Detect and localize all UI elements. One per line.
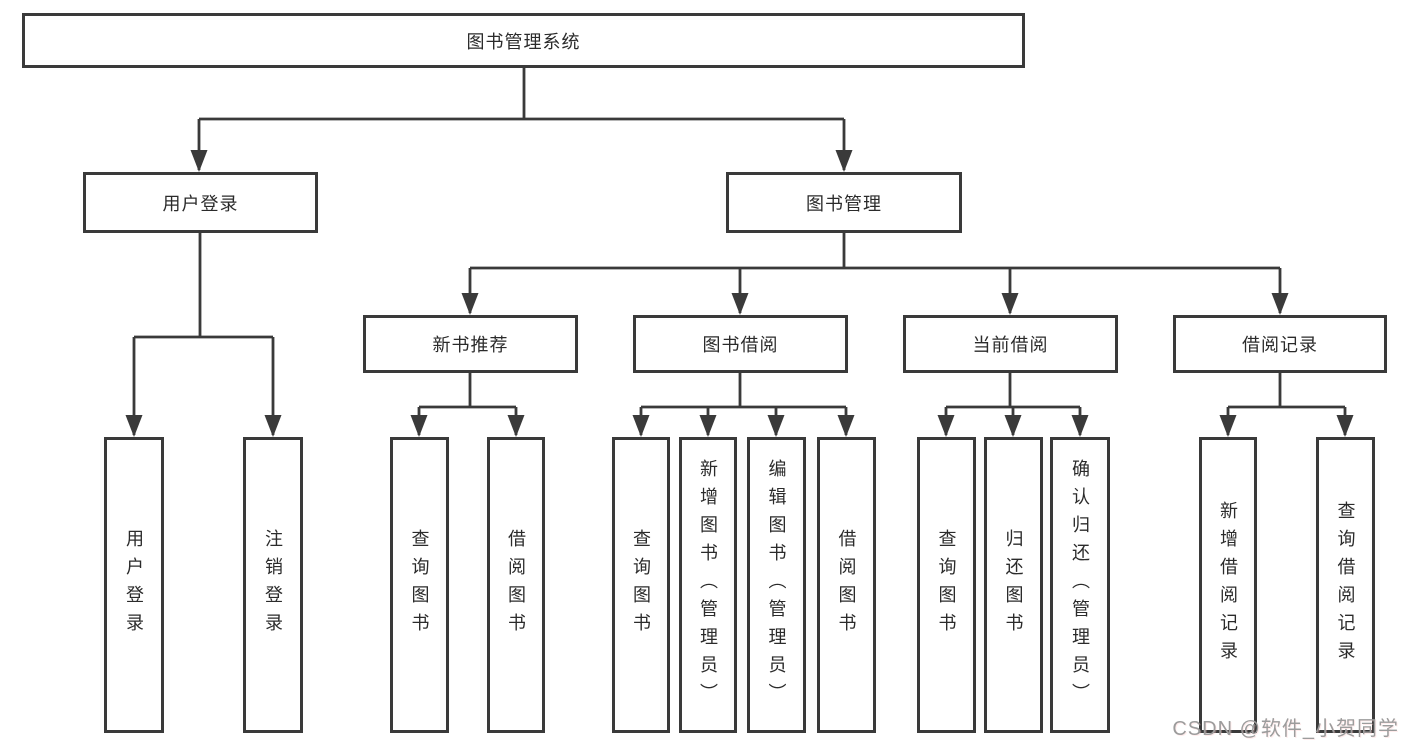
- leaf-current-confirm-return-admin-label: 确认归还（管理员）: [1070, 459, 1090, 711]
- node-user-login: 用户登录: [83, 172, 318, 233]
- node-book-management: 图书管理: [726, 172, 962, 233]
- leaf-logout: 注销登录: [243, 437, 303, 733]
- leaf-recommend-query-book-label: 查询图书: [409, 529, 430, 641]
- leaf-records-add-record-label: 新增借阅记录: [1218, 501, 1238, 669]
- leaf-recommend-borrow-book-label: 借阅图书: [506, 529, 526, 641]
- leaf-records-query-record-label: 查询借阅记录: [1335, 501, 1356, 669]
- csdn-watermark: CSDN @软件_小贺同学: [1172, 718, 1399, 740]
- node-book-borrow: 图书借阅: [633, 315, 848, 373]
- leaf-borrow-add-book-admin-label: 新增图书（管理员）: [698, 459, 718, 711]
- leaf-user-login: 用户登录: [104, 437, 164, 733]
- leaf-current-query-book: 查询图书: [917, 437, 976, 733]
- leaf-current-return-book: 归还图书: [984, 437, 1043, 733]
- leaf-borrow-edit-book-admin-label: 编辑图书（管理员）: [766, 459, 787, 711]
- leaf-borrow-add-book-admin: 新增图书（管理员）: [679, 437, 737, 733]
- leaf-user-login-label: 用户登录: [124, 529, 144, 641]
- leaf-current-confirm-return-admin: 确认归还（管理员）: [1050, 437, 1110, 733]
- leaf-current-query-book-label: 查询图书: [936, 529, 957, 641]
- node-root: 图书管理系统: [22, 13, 1025, 68]
- leaf-borrow-borrow-book: 借阅图书: [817, 437, 876, 733]
- leaf-borrow-query-book: 查询图书: [612, 437, 670, 733]
- leaf-borrow-query-book-label: 查询图书: [631, 529, 651, 641]
- leaf-logout-label: 注销登录: [263, 529, 283, 641]
- leaf-records-query-record: 查询借阅记录: [1316, 437, 1375, 733]
- node-new-book-recommend: 新书推荐: [363, 315, 578, 373]
- leaf-current-return-book-label: 归还图书: [1003, 529, 1024, 641]
- leaf-recommend-borrow-book: 借阅图书: [487, 437, 545, 733]
- leaf-borrow-edit-book-admin: 编辑图书（管理员）: [747, 437, 806, 733]
- leaf-recommend-query-book: 查询图书: [390, 437, 449, 733]
- node-borrow-records: 借阅记录: [1173, 315, 1387, 373]
- leaf-records-add-record: 新增借阅记录: [1199, 437, 1257, 733]
- node-current-borrow: 当前借阅: [903, 315, 1118, 373]
- leaf-borrow-borrow-book-label: 借阅图书: [836, 529, 857, 641]
